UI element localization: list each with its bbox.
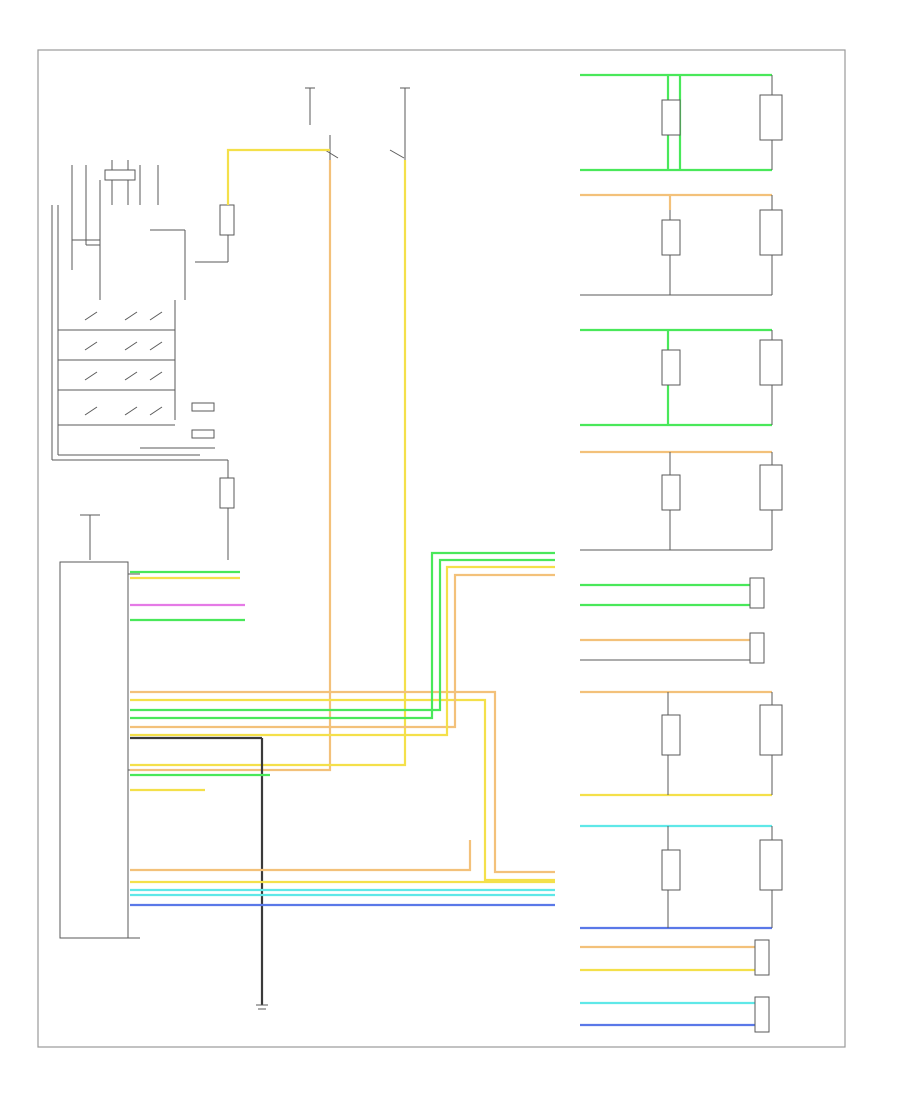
speaker-icon [749,632,765,664]
speaker-icon [759,209,783,256]
speaker-icon [754,939,770,976]
radio-module [59,561,140,939]
speaker-group-6 [580,690,783,797]
speaker-icon [759,94,783,141]
speaker-group-8 [580,939,770,1033]
speaker-group-2 [580,193,783,296]
speaker-group-7 [580,824,783,930]
speaker-icon [749,577,765,609]
speaker-group-1 [580,73,783,172]
speaker-icon [754,996,770,1033]
speaker-icon [759,464,783,511]
speaker-icon [661,99,681,136]
speaker-icon [661,849,681,891]
speaker-group-5 [580,577,765,664]
speaker-icon [661,349,681,386]
fuse-area [305,87,410,160]
vertical-feeds [130,148,407,772]
speaker-group-3 [580,328,783,427]
switch-bank [51,160,215,461]
speaker-icon [661,714,681,756]
ground-icon [256,1004,268,1010]
speaker-group-4 [580,450,783,551]
radio-wires [130,551,555,1005]
speaker-icon [661,474,681,511]
speaker-icon [661,219,681,256]
speaker-icon [759,704,783,756]
speaker-icon [759,839,783,891]
diagram-frame [37,49,846,1048]
steering-controls [80,180,235,560]
speaker-icon [759,339,783,386]
